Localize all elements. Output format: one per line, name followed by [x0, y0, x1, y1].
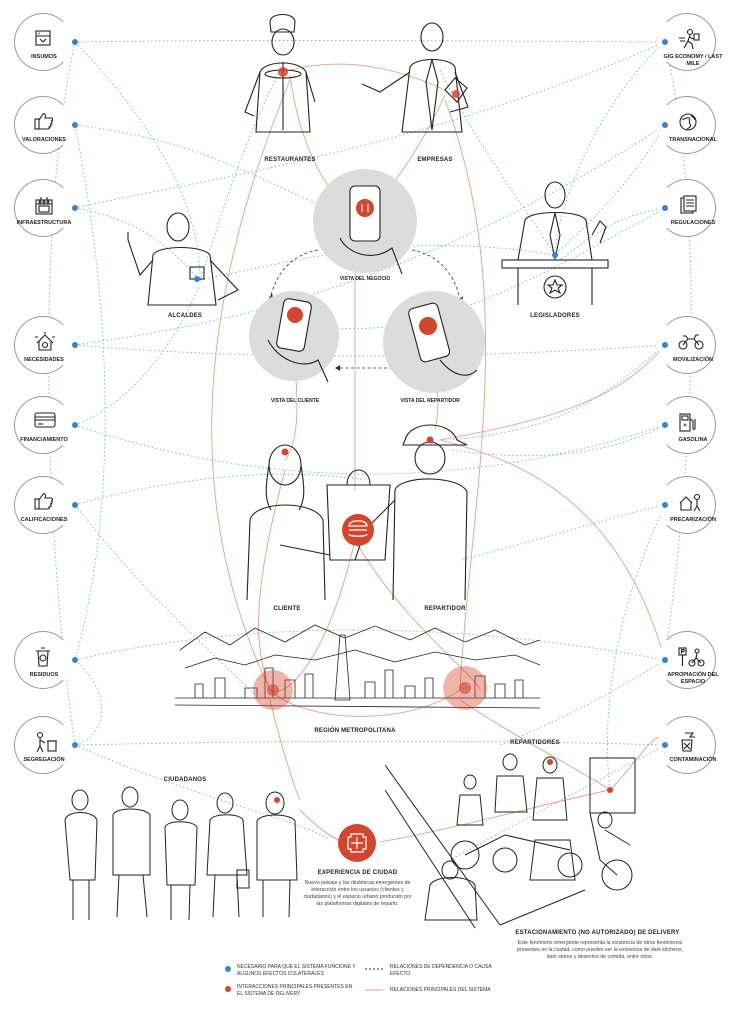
node-dot [662, 422, 668, 428]
node-dot [662, 657, 668, 663]
node-label: SEGREGACIÓN [23, 757, 65, 763]
actor-label-region: REGIÓN METROPOLITANA [314, 728, 396, 734]
node-dot [662, 39, 668, 45]
delivery-handoff-scene [246, 424, 468, 601]
legend-solid-text: RELACIONES PRINCIPALES DEL SISTEMA [390, 987, 491, 993]
node-dot [662, 342, 668, 348]
node-label: RESIDUOS [29, 672, 59, 678]
node-dot [72, 657, 78, 663]
shop-icon [33, 28, 53, 53]
actor-label-cliente: CLIENTE [273, 606, 301, 612]
node-label: PRECARIZACIÓN [670, 517, 716, 523]
node-dot [662, 205, 668, 211]
node-dot [72, 342, 78, 348]
node-label: NECESIDADES [24, 357, 64, 363]
thumbs-up-icon [33, 491, 55, 516]
node-dot [72, 742, 78, 748]
courier-icon [677, 28, 701, 55]
businessman-figure [361, 22, 469, 133]
credit-card-icon [33, 411, 57, 434]
node-circle [14, 396, 72, 454]
actor-label-repartidores: REPARTIDORES [510, 740, 560, 746]
thumbs-up-icon [33, 111, 55, 136]
node-label: INSUMOS [31, 54, 57, 60]
chef-figure [244, 13, 316, 133]
pollution-icon [677, 731, 701, 758]
stove-icon [33, 194, 55, 221]
santiago-skyline [175, 624, 541, 710]
experiencia-text: Nuevo paisaje y las dinámicas emergentes… [303, 880, 412, 907]
parking-rider-icon [677, 646, 705, 673]
motorbike-icon [677, 331, 705, 356]
node-label: INFRAESTRUCTURA [16, 220, 72, 226]
actor-label-empresas: EMPRESAS [417, 157, 453, 163]
node-dot [72, 205, 78, 211]
view-label-negocio: VISTA DEL NEGOCIO [339, 276, 391, 282]
node-circle [658, 716, 716, 774]
node-circle [14, 716, 72, 774]
node-circle [14, 476, 72, 534]
actor-label-alcaldes: ALCALDES [167, 313, 203, 319]
experiencia-title: EXPERIENCIA DE CIUDAD [317, 870, 398, 876]
needs-icon [33, 331, 57, 358]
experiencia-icon [338, 824, 376, 862]
node-dot [72, 502, 78, 508]
node-circle [14, 179, 72, 237]
node-dot [662, 122, 668, 128]
node-label: CONTAMINACIÓN [669, 757, 717, 763]
actor-label-legisladores: LEGISLADORES [530, 313, 580, 319]
legend-red-text: INTERACCIONES PRINCIPALES PRESENTES EN E… [237, 984, 353, 997]
node-dot [662, 502, 668, 508]
node-label: APROPIACIÓN DEL ESPACIO [667, 672, 719, 685]
node-label: GASOLINA [678, 437, 708, 443]
citizens-group [64, 786, 298, 921]
node-dot [72, 39, 78, 45]
vista-repartidor-circle [383, 291, 485, 393]
estacionamiento-title: ESTACIONAMIENTO (NO AUTORIZADO) DE DELIV… [515, 930, 680, 936]
node-dot [72, 122, 78, 128]
node-label: MOVILIZACIÓN [672, 357, 714, 363]
node-label: CALIFICACIONES [20, 517, 68, 523]
node-dot [72, 422, 78, 428]
trash-bin-icon [33, 646, 53, 673]
node-label: TRANSNACIONAL [669, 137, 717, 143]
parked-couriers-scene [385, 753, 636, 929]
fuel-pump-icon [677, 411, 697, 438]
legend-blue-text: NECESARIO PARA QUE EL SISTEMA FUNCIONE Y… [237, 964, 356, 977]
documents-icon [677, 194, 699, 221]
vista-negocio-circle [313, 169, 417, 274]
legend-blue-dot [225, 966, 231, 972]
node-label: FINANCIAMIENTO [20, 437, 68, 443]
node-label: GIG ECONOMY / LAST MILE [663, 54, 723, 67]
view-label-repartidor: VISTA DEL REPARTIDOR [400, 398, 460, 404]
estacionamiento-text: Este fenómeno emergente representa la ex… [517, 940, 683, 960]
node-label: REGULACIONES [670, 220, 716, 226]
legend-red-dot [225, 986, 231, 992]
node-circle [14, 96, 72, 154]
legend-line-samples [365, 968, 383, 991]
globe-icon [677, 111, 699, 138]
node-label: VALORACIONES [22, 137, 66, 143]
node-dot [662, 742, 668, 748]
vista-cliente-circle [249, 291, 339, 382]
actor-label-ciudadanos: CIUDADANOS [163, 777, 207, 783]
precarious-icon [677, 491, 703, 518]
actor-label-repartidor: REPARTIDOR [424, 606, 466, 612]
recycling-person-icon [33, 731, 59, 758]
legislator-figure [501, 181, 609, 305]
legend-dashed-text: RELACIONES DE DEPENDENCIA O CAUSA EFECTO [390, 964, 492, 977]
view-label-cliente: VISTA DEL CLIENTE [270, 398, 320, 404]
mayor-figure [127, 212, 239, 306]
actor-label-restaurantes: RESTAURANTES [264, 157, 316, 163]
node-circle [14, 631, 72, 689]
